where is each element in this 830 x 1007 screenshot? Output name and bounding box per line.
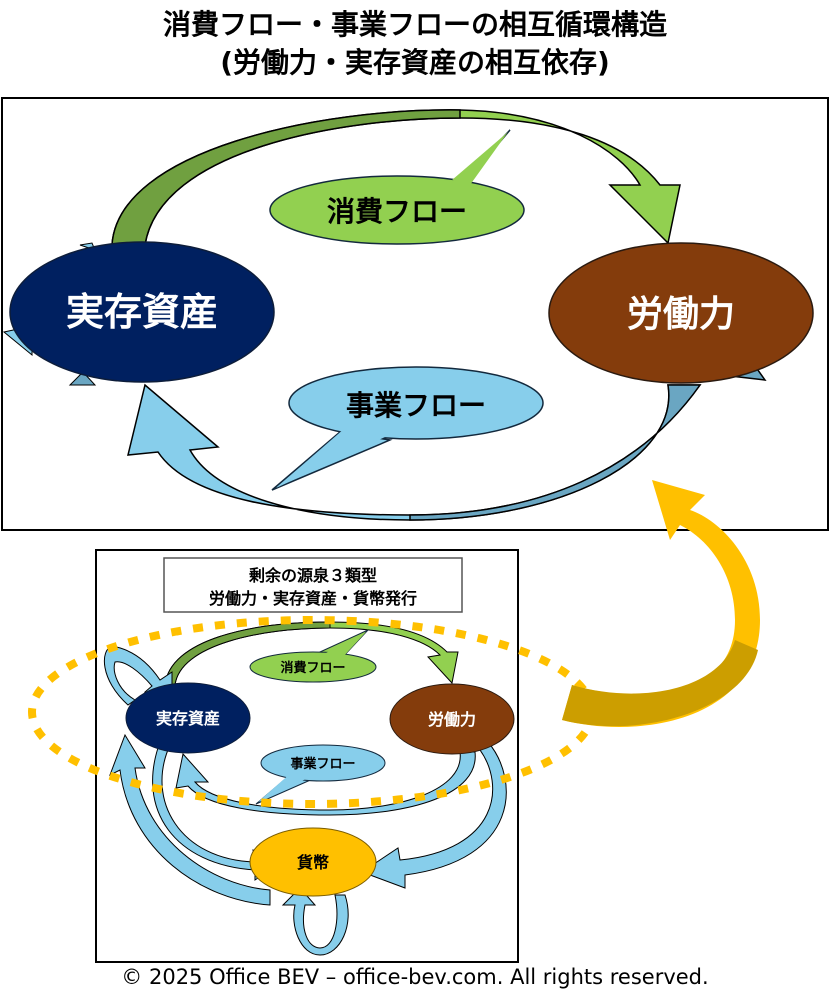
inset-money-node [249,827,377,897]
labor-node-label: 労働力 [627,294,735,335]
inset-labor-label: 労働力 [428,710,476,729]
inset-caption-line1: 剰余の源泉３類型 [248,566,377,585]
inset-business-flow-arrow [175,751,476,816]
copyright-footer: © 2025 Office BEV – office-bev.com. All … [121,965,709,989]
business-flow-arrow [127,383,702,521]
inset-assets-label: 実存資産 [156,709,220,728]
arrow-fragment-bottom [68,371,97,386]
consumption-flow-label: 消費フロー [327,195,467,228]
diagram-title-line2: (労働力・実存資産の相互依存) [220,46,610,79]
inset-consumption-callout [249,629,377,683]
labor-node [548,242,814,384]
business-flow-callout [271,366,544,491]
business-flow-label: 事業フロー [346,389,486,422]
inset-labor-node [389,683,515,755]
inset-business-callout [255,744,386,805]
inset-business-label: 事業フロー [290,756,355,772]
diagram-title-line1: 消費フロー・事業フローの相互循環構造 [162,8,667,41]
inset-caption-box [163,557,463,613]
inset-caption-line2: 労働力・実存資産・貨幣発行 [209,589,417,608]
inset-consumption-flow-arrow [164,621,459,686]
inset-assets-node [125,682,251,754]
consumption-flow-callout [269,129,525,245]
zoom-link-arrow [562,480,760,727]
assets-node [9,241,275,383]
inset-money-label: 貨幣 [297,853,329,872]
assets-node-label: 実存資産 [66,290,218,334]
inset-consumption-label: 消費フロー [280,660,345,676]
